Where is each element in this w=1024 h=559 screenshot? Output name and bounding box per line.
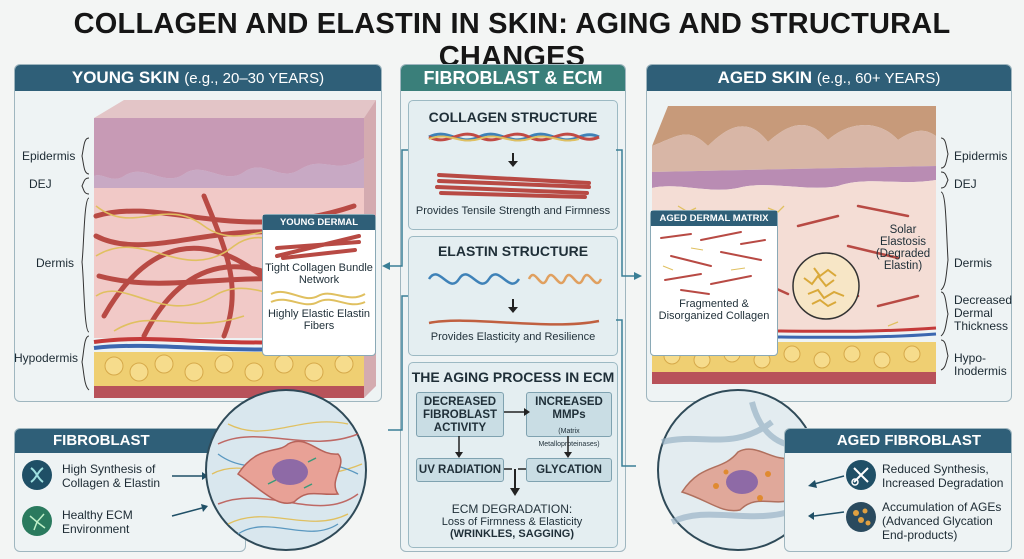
young-matrix-label2: Highly Elastic Elastin Fibers [267,308,371,332]
aged-label-epidermis: Epidermis [954,149,1008,163]
fibroblast-header: FIBROBLAST [15,429,245,453]
elastin-coil [427,273,603,326]
elastin-title: ELASTIN STRUCTURE [437,243,589,259]
flow-decreased-fibroblast: DECREASED FIBROBLAST ACTIVITY [416,392,504,437]
aged-skin-age: (e.g., 60+ YEARS) [816,70,941,87]
aged-label-dej: DEJ [954,177,977,191]
dna-icon [22,460,52,490]
center-header: FIBROBLAST & ECM [401,65,625,91]
flow-glycation: GLYCATION [526,458,612,482]
network-icon [22,506,52,536]
aged-label-dermis: Dermis [954,256,992,270]
collagen-helix [428,132,600,199]
young-matrix-collagen [275,234,361,260]
aged-skin-header: AGED SKIN (e.g., 60+ YEARS) [647,65,1011,91]
flow-increased-mmps: INCREASED MMPs (Matrix Metalloproteinase… [526,392,612,448]
aged-fibroblast-panel: AGED FIBROBLAST [784,428,1012,552]
aged-skin-title: AGED SKIN [717,68,813,87]
aged-brackets [940,137,949,371]
aging-flow-arrows [455,408,572,496]
center-connector-arrows [382,149,642,467]
collagen-title: COLLAGEN STRUCTURE [428,109,598,125]
young-matrix-label1: Tight Collagen Bundle Network [265,262,373,286]
elastin-structure-box: ELASTIN STRUCTURE Provides Elasticity an… [408,236,618,356]
collagen-text: Provides Tensile Strength and Firmness [415,205,611,217]
fibroblast-panel: FIBROBLAST [14,428,246,552]
young-label-hypodermis: Hypodermis [14,351,79,365]
fibroblast-arrows [171,472,208,517]
result-line2: (WRINKLES, SAGGING) [449,528,575,540]
aged-label-decreased-thickness: Decreased Dermal Thickness [954,293,1013,333]
fibroblast-cell-circle [205,389,367,551]
aged-fibroblast-item1: Reduced Synthesis, Increased Degradation [882,462,1004,490]
flow-mmps-label: INCREASED MMPs [535,396,603,421]
elastin-text: Provides Elasticity and Resilience [430,331,596,343]
result-title: ECM DEGRADATION: [451,502,573,516]
aging-title: THE AGING PROCESS IN ECM [411,369,615,385]
flow-mmps-sub: (Matrix Metalloproteinases) [538,428,600,448]
young-dermal-matrix: YOUNG DERMAL MATRIX Tight Collagen Bundl… [262,214,376,356]
aged-fibroblast-arrows [808,475,845,520]
aged-fibroblast-header: AGED FIBROBLAST [785,429,1011,453]
young-skin-header: YOUNG SKIN (e.g., 20–30 YEARS) [15,65,381,91]
flow-uv-radiation: UV RADIATION [416,458,504,482]
aged-label-hypodermis: Hypo-Inodermis [954,351,1007,378]
young-matrix-title: YOUNG DERMAL MATRIX [263,215,375,243]
aged-matrix-label: Fragmented & Disorganized Collagen [658,298,770,322]
ecm-degradation-result: ECM DEGRADATION: Loss of Firmness & Elas… [408,502,616,540]
solar-elastosis-circle [792,252,860,320]
ages-particles-icon [846,502,876,532]
scissors-icon [846,460,876,490]
solar-elastosis-label: Solar Elastosis (Degraded Elastin) [875,224,931,272]
aged-dermal-matrix: AGED DERMAL MATRIX Fragmented & Disorgan… [650,210,778,356]
aged-fibroblast-item2: Accumulation of AGEs (Advanced Glycation… [882,500,1002,542]
young-skin-title: YOUNG SKIN [71,68,180,87]
young-label-dej: DEJ [29,177,52,191]
aged-matrix-title: AGED DERMAL MATRIX [651,211,777,226]
collagen-structure-box: COLLAGEN STRUCTURE Provides Tensile Stre… [408,100,618,230]
fibroblast-item1: High Synthesis of Collagen & Elastin [62,462,161,490]
young-brackets [81,137,90,391]
young-skin-age: (e.g., 20–30 YEARS) [184,70,325,87]
young-label-epidermis: Epidermis [22,149,76,163]
fibroblast-item2: Healthy ECM Environment [62,508,133,536]
page-title: COLLAGEN AND ELASTIN IN SKIN: AGING AND … [73,8,951,73]
young-label-dermis: Dermis [36,256,74,270]
aged-matrix-collagen [660,231,766,295]
result-line1: Loss of Firmness & Elasticity [441,516,583,528]
young-matrix-elastin [270,291,366,306]
